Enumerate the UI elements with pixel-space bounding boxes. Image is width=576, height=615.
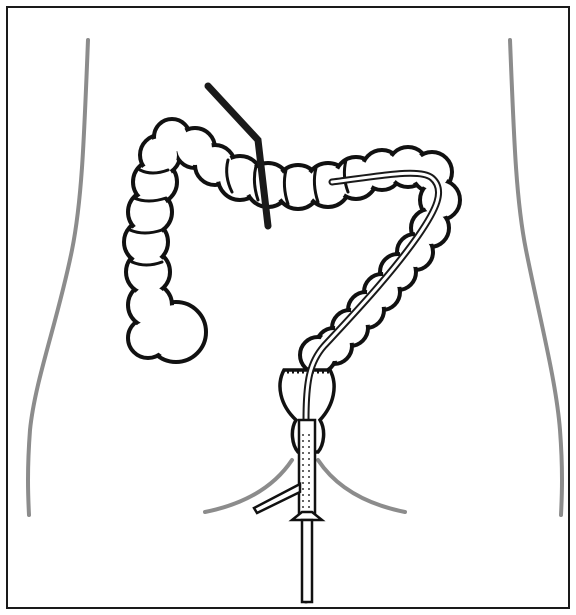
image-frame [7, 7, 569, 608]
catheter-stem [302, 520, 312, 602]
catheter-dotted-section [301, 430, 313, 512]
